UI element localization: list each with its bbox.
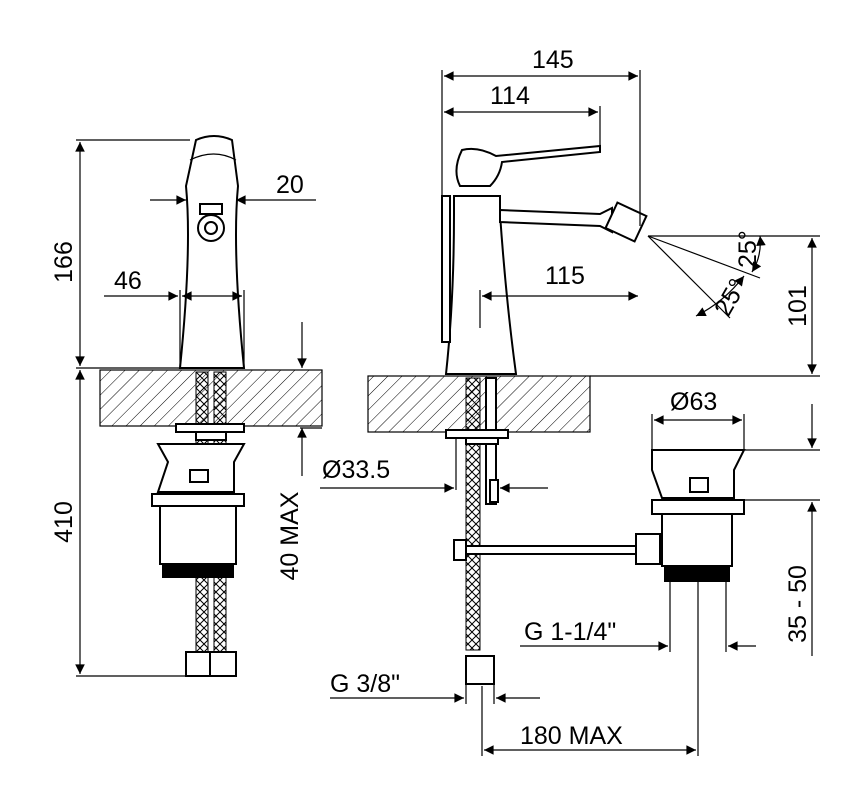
- popup-rod: [463, 545, 637, 555]
- dim-145: 145: [532, 46, 574, 74]
- side-supply-hose: [465, 377, 481, 651]
- dim-410: 410: [50, 501, 78, 543]
- side-spout: [499, 206, 613, 234]
- dim-115: 115: [545, 262, 585, 290]
- front-view: 166 20 46 410 40 MAX: [50, 135, 323, 677]
- dim-101: 101: [784, 285, 812, 327]
- side-view: 145 114 115 101 25° 25° Ø33.5 Ø63: [320, 46, 820, 756]
- dim-hole-diameter: Ø33.5: [322, 456, 390, 484]
- dim-46: 46: [114, 267, 142, 295]
- dim-166: 166: [50, 241, 78, 283]
- front-countertop: [99, 369, 323, 427]
- dim-40-max: 40 MAX: [276, 491, 304, 580]
- dim-supply-thread: G 3/8": [330, 670, 400, 698]
- dim-drain-thread: G 1-1/4": [524, 618, 616, 646]
- side-lever: [455, 144, 601, 187]
- dim-20: 20: [276, 171, 304, 199]
- front-mixer-body: [178, 135, 246, 369]
- front-popup-waste: [156, 443, 246, 493]
- dim-drain-range: 35 - 50: [784, 565, 812, 643]
- dim-popup-diameter: Ø63: [670, 388, 717, 416]
- popup-rod-top: [441, 195, 451, 343]
- side-mixer-body: [444, 195, 518, 375]
- dim-114: 114: [490, 82, 530, 110]
- dim-180-max: 180 MAX: [520, 722, 623, 750]
- dim-angle-down: 25°: [709, 274, 752, 321]
- dim-angle-up: 25°: [734, 230, 762, 268]
